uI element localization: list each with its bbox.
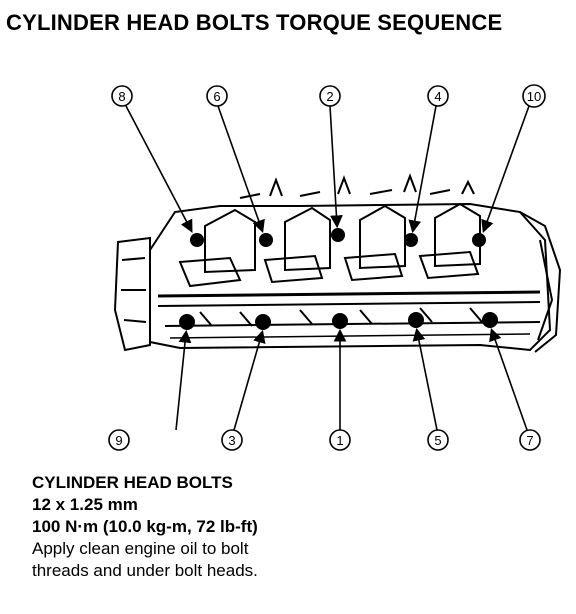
svg-text:4: 4 (434, 89, 441, 104)
svg-text:2: 2 (326, 89, 333, 104)
page-title: CYLINDER HEAD BOLTS TORQUE SEQUENCE (6, 10, 503, 35)
top-callouts: 8 6 2 4 10 (111, 84, 546, 108)
svg-text:10: 10 (527, 89, 541, 104)
bolt-2 (331, 228, 345, 242)
bolt-6 (259, 233, 273, 247)
bolt-1 (332, 313, 348, 329)
callout-10: 10 (522, 84, 546, 108)
callout-9: 9 (108, 429, 130, 451)
svg-text:3: 3 (228, 433, 235, 448)
svg-text:1: 1 (336, 433, 343, 448)
oil-note-line2: threads and under bolt heads. (32, 561, 258, 580)
bolt-5 (408, 312, 424, 328)
callout-4: 4 (427, 85, 449, 107)
bolt-8 (190, 233, 204, 247)
callout-8: 8 (111, 85, 133, 107)
bottom-bolt-row (179, 312, 498, 330)
oil-note-line1: Apply clean engine oil to bolt (32, 539, 249, 558)
bolt-4 (404, 233, 418, 247)
callout-6: 6 (206, 85, 228, 107)
callout-2: 2 (319, 85, 341, 107)
bolt-size: 12 x 1.25 mm (32, 495, 138, 514)
callout-7: 7 (519, 429, 541, 451)
svg-text:9: 9 (115, 433, 122, 448)
callout-5: 5 (427, 429, 449, 451)
bolt-7 (482, 312, 498, 328)
svg-text:8: 8 (118, 89, 125, 104)
svg-text:7: 7 (526, 433, 533, 448)
leader-lines (125, 105, 530, 431)
top-bolt-row (190, 228, 486, 247)
svg-text:6: 6 (213, 89, 220, 104)
bottom-callouts: 9 3 1 5 7 (108, 429, 541, 451)
bolt-9 (179, 314, 195, 330)
svg-text:5: 5 (434, 433, 441, 448)
bolt-10 (472, 233, 486, 247)
callout-1: 1 (329, 429, 351, 451)
callout-3: 3 (221, 429, 243, 451)
caption-heading: CYLINDER HEAD BOLTS (32, 473, 233, 492)
bolt-torque: 100 N·m (10.0 kg-m, 72 lb-ft) (32, 517, 258, 536)
bolt-spec-caption: CYLINDER HEAD BOLTS 12 x 1.25 mm 100 N·m… (32, 472, 258, 582)
bolt-3 (255, 314, 271, 330)
